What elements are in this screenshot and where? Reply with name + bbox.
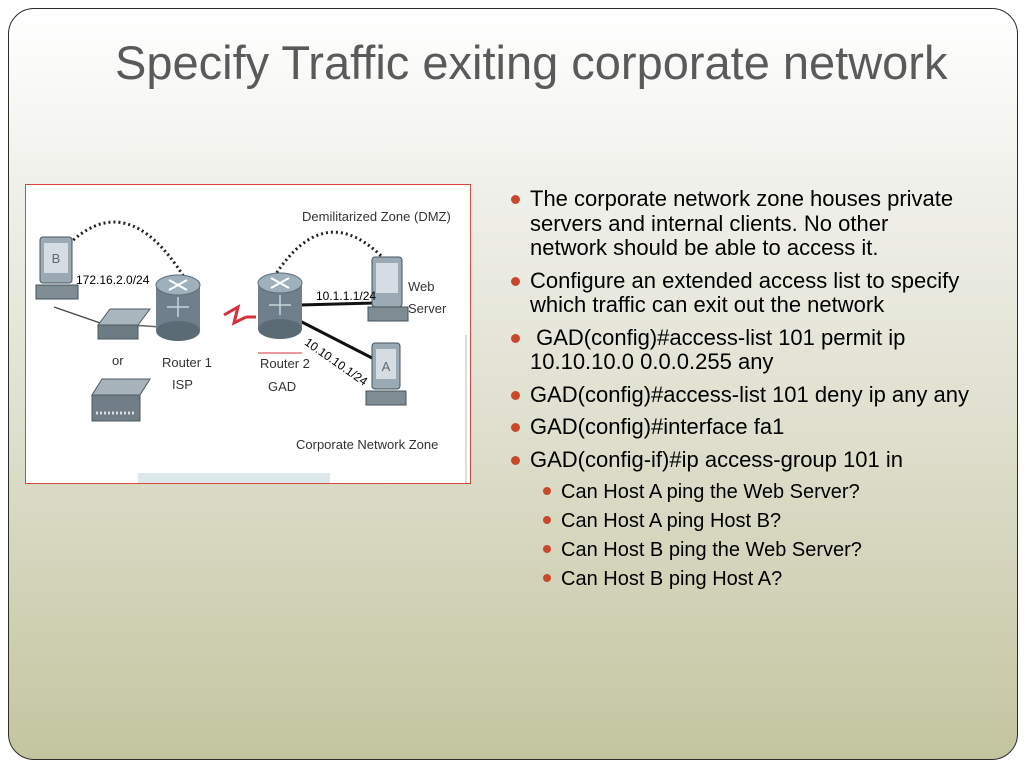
- bullet-item: The corporate network zone houses privat…: [491, 186, 971, 261]
- dotted-arc-left: [64, 220, 186, 278]
- host-b-label: B: [52, 251, 61, 266]
- router2-name: Router 2: [260, 356, 310, 371]
- bullet-dot-icon: [543, 545, 551, 553]
- router1-icon: [155, 274, 201, 341]
- router2-icon: [257, 272, 303, 339]
- bullet-dot-icon: [511, 390, 520, 400]
- hub-icon: [91, 378, 151, 422]
- router1-name: Router 1: [162, 355, 212, 370]
- host-b-computer-icon: B: [35, 236, 79, 300]
- ip-label-10-1-1-1: 10.1.1.1/24: [316, 289, 377, 303]
- dotted-arc-dmz: [272, 230, 390, 278]
- sub-bullet-item: Can Host B ping the Web Server?: [491, 538, 971, 562]
- bullet-dot-icon: [543, 487, 551, 495]
- sub-bullet-item: Can Host A ping Host B?: [491, 509, 971, 533]
- network-topology-drawing: B or Router 1 ISP: [35, 209, 467, 483]
- bullet-item: GAD(config)#access-list 101 permit ip 10…: [491, 325, 971, 375]
- bullet-dot-icon: [511, 333, 520, 343]
- ip-label-172: 172.16.2.0/24: [76, 273, 150, 287]
- host-a-label: A: [382, 359, 391, 374]
- bullet-dot-icon: [511, 276, 520, 286]
- corporate-zone-label: Corporate Network Zone: [296, 437, 438, 452]
- host-a-computer-icon: A: [365, 342, 407, 406]
- or-label: or: [112, 353, 124, 368]
- bullet-dot-icon: [511, 423, 520, 432]
- slide: Specify Traffic exiting corporate networ…: [8, 8, 1018, 760]
- router2-role: GAD: [268, 379, 296, 394]
- network-diagram: B or Router 1 ISP: [25, 184, 471, 484]
- bullet-dot-icon: [543, 574, 551, 582]
- switch-icon: [97, 308, 151, 340]
- bullet-dot-icon: [543, 516, 551, 524]
- sub-bullet-item: Can Host A ping the Web Server?: [491, 480, 971, 504]
- cropped-caption-strip: [138, 473, 330, 483]
- web-server-icon: [367, 256, 409, 322]
- web-server-label-line2: Server: [408, 301, 447, 316]
- bullet-item: GAD(config)#access-list 101 deny ip any …: [491, 382, 971, 408]
- router1-role: ISP: [172, 377, 193, 392]
- bullet-item: GAD(config-if)#ip access-group 101 in: [491, 447, 971, 473]
- link-router2-hosta: [295, 317, 377, 362]
- link-hostb-switch: [53, 306, 107, 326]
- bullet-dot-icon: [511, 195, 520, 204]
- slide-title: Specify Traffic exiting corporate networ…: [115, 36, 948, 89]
- bullet-dot-icon: [511, 455, 520, 465]
- bullet-item: Configure an extended access list to spe…: [491, 268, 971, 318]
- bullet-item: GAD(config)#interface fa1: [491, 414, 971, 440]
- web-server-label-line1: Web: [408, 279, 435, 294]
- dmz-label: Demilitarized Zone (DMZ): [302, 209, 451, 224]
- sub-bullet-item: Can Host B ping Host A?: [491, 567, 971, 591]
- link-router2-webserver: [299, 301, 375, 307]
- bullet-list: The corporate network zone houses privat…: [491, 186, 971, 596]
- serial-link-left: [223, 303, 247, 326]
